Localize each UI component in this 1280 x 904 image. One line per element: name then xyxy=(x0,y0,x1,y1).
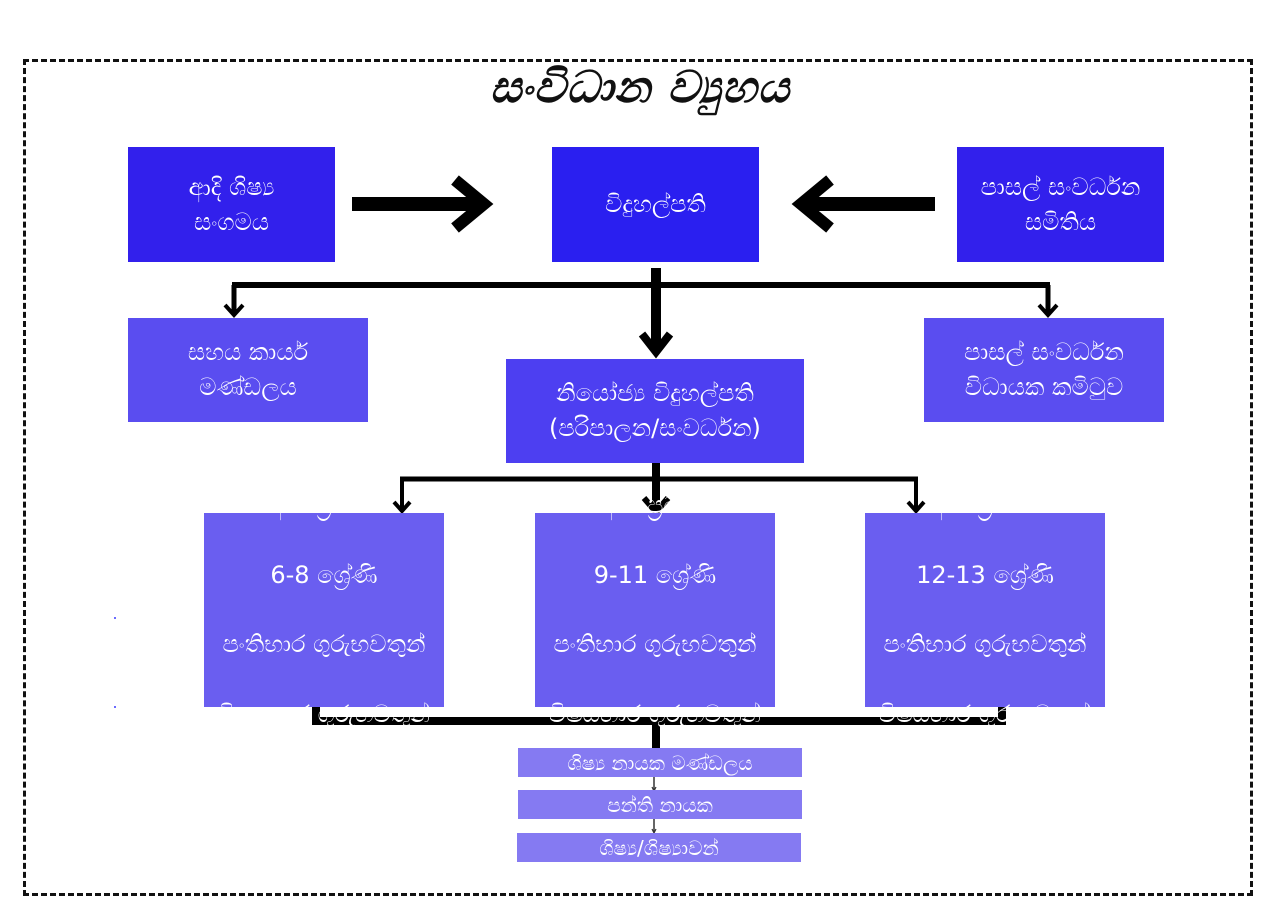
section-grades: 6-8 ශ්‍රේණි xyxy=(270,560,378,589)
prefects-board-box: ශිෂ්‍ය නායක මණ්ඩලය xyxy=(518,748,802,777)
school-development-society-box: පාසල් සංවර්ධන සමිතිය xyxy=(957,147,1164,262)
diagram-title: සංවිධාන ව්‍යුහය xyxy=(489,62,791,113)
sdc-executive-committee-box: පාසල් සංවර්ධන විධායක කමිටුව xyxy=(924,318,1164,422)
sections-merge-connector xyxy=(312,706,1006,748)
section-grades: 12-13 ශ්‍රේණි xyxy=(916,560,1054,589)
stray-dot xyxy=(114,617,116,619)
section-grades: 9-11 ශ්‍රේණි xyxy=(593,560,717,589)
section-box-grades-9-11: අංශ ප්‍රධාන 9-11 ශ්‍රේණි පංතිභාර ගුරුභවත… xyxy=(535,491,775,728)
arrow-left-icon xyxy=(791,175,935,233)
section-head: අංශ ප්‍රධාන xyxy=(270,491,378,520)
section-box-grades-12-13: අංශ ප්‍රධාන 12-13 ශ්‍රේණි පංතිභාර ගුරුභව… xyxy=(865,491,1105,728)
arrow-right-icon xyxy=(352,175,494,233)
class-monitors-box: පන්ති නායක xyxy=(518,790,802,819)
students-box: ශිෂ්‍ය/ශිෂ්‍යාවන් xyxy=(517,833,801,862)
principal-connector xyxy=(223,268,1059,359)
stray-dot xyxy=(114,706,116,708)
student-chain-connector xyxy=(651,777,657,835)
support-staff-box: සහය කාර්ය මණ්ඩලය xyxy=(128,318,368,422)
deputy-connector xyxy=(392,463,926,517)
section-class-teachers: පංතිභාර ගුරුභවතුන් xyxy=(222,630,426,659)
section-class-teachers: පංතිභාර ගුරුභවතුන් xyxy=(883,630,1087,659)
section-subject-teachers: විෂයභාර ගුරුභවතුන් xyxy=(217,700,430,728)
deputy-principal-box: නියෝජ්‍ය විදුහල්පති (පරිපාලන/සංවර්ධන) xyxy=(506,359,804,463)
past-pupils-association-box: ආදි ශිෂ්‍ය සංගමය xyxy=(128,147,335,262)
principal-box: විදුහල්පති xyxy=(552,147,759,262)
diagram-frame xyxy=(23,59,1253,896)
section-class-teachers: පංතිභාර ගුරුභවතුන් xyxy=(553,630,757,659)
section-subject-teachers: විෂයභාර ගුරුභවතුන් xyxy=(878,700,1091,728)
section-head: අංශ ප්‍රධාන xyxy=(931,491,1039,520)
section-subject-teachers: විෂයභාර ගුරුභවතුන් xyxy=(548,700,761,728)
section-box-grades-6-8: අංශ ප්‍රධාන 6-8 ශ්‍රේණි පංතිභාර ගුරුභවතු… xyxy=(204,491,444,728)
section-head: අංශ ප්‍රධාන xyxy=(601,491,709,520)
